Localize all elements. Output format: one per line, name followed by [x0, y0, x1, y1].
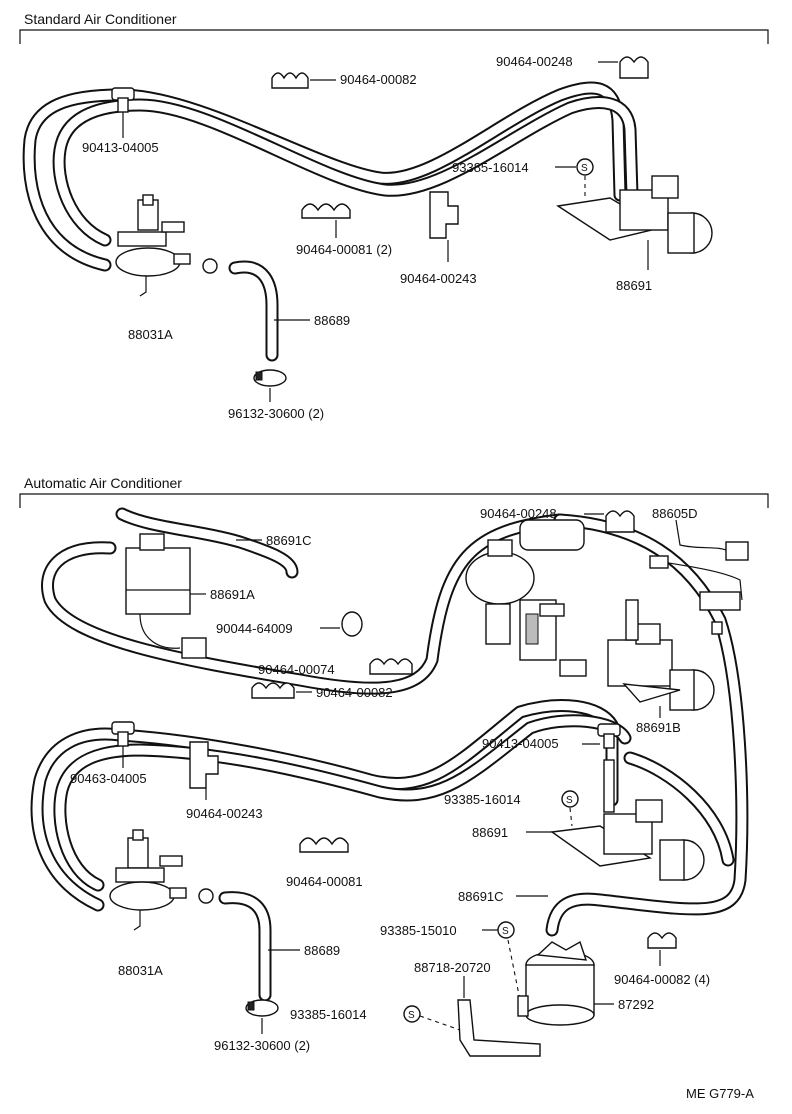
wire-harness-88605d [649, 519, 749, 635]
t-connector-90463 [111, 721, 135, 768]
canister-87292 [517, 940, 614, 1026]
screw-93385-15010: S [482, 921, 521, 1001]
label-90044-64009: 90044-64009 [216, 621, 293, 636]
vacuum-valve-88031a [115, 194, 218, 297]
clip-90464-00081-auto [299, 837, 349, 853]
screw-93385-16014-a: S [561, 790, 579, 827]
label-90464-00243: 90464-00243 [400, 271, 477, 286]
label-90464-00243: 90464-00243 [186, 806, 263, 821]
automatic-section-bracket [19, 493, 769, 508]
label-96132-30600-auto: 96132-30600 (2) [214, 1038, 310, 1053]
t-connector [111, 87, 135, 138]
clip-90464-00248-auto [584, 510, 635, 533]
label-90464-00074: 90464-00074 [258, 662, 335, 677]
clip-90464-00082 [251, 682, 312, 699]
standard-hoses [22, 81, 639, 362]
label-88718-20720: 88718-20720 [414, 960, 491, 975]
standard-section-bracket [19, 29, 769, 44]
label-96132-30600: 96132-30600 (2) [228, 406, 324, 421]
clamp-96132-30600-auto [245, 999, 279, 1034]
bracket-88718-20720 [457, 976, 541, 1057]
clip-90464-00074 [369, 658, 413, 675]
clip-90464-00081 [301, 203, 351, 238]
standard-section: Standard Air Conditioner 90413-04005 904… [19, 11, 769, 421]
label-90413-04005: 90413-04005 [82, 140, 159, 155]
screw-mark: S [581, 163, 588, 174]
vacuum-actuator [465, 519, 587, 677]
clip-90464-00082 [271, 72, 336, 89]
solenoid-88691b [607, 599, 715, 718]
label-90464-00082: 90464-00082 [316, 685, 393, 700]
label-93385-15010: 93385-15010 [380, 923, 457, 938]
label-93385-16014-b: 93385-16014 [290, 1007, 367, 1022]
label-88691b: 88691B [636, 720, 681, 735]
solenoid-88691a [125, 533, 207, 659]
vsv-88691 [556, 175, 713, 270]
label-90463-04005: 90463-04005 [70, 771, 147, 786]
automatic-section: Automatic Air Conditioner 88691C [19, 475, 769, 1101]
label-90464-00081: 90464-00081 (2) [296, 242, 392, 257]
label-88691c-top: 88691C [266, 533, 312, 548]
label-90464-00081: 90464-00081 [286, 874, 363, 889]
label-88691: 88691 [616, 278, 652, 293]
clip-90464-00248 [598, 56, 649, 79]
label-88689-auto: 88689 [304, 943, 340, 958]
label-90464-00248-auto: 90464-00248 [480, 506, 557, 521]
standard-section-title: Standard Air Conditioner [24, 11, 177, 27]
label-90464-00082-x4: 90464-00082 (4) [614, 972, 710, 987]
clip-90464-00243 [189, 741, 219, 800]
clip-90464-00243 [429, 191, 459, 262]
vacuum-valve-88031a-auto [109, 829, 214, 931]
screw-mark-c: S [408, 1010, 415, 1021]
screw-mark-b: S [502, 926, 509, 937]
t-connector-auto [582, 723, 621, 749]
clamp-96132-30600 [253, 369, 287, 402]
label-93385-16014-a: 93385-16014 [444, 792, 521, 807]
label-88691-auto: 88691 [472, 825, 508, 840]
clamp-90044-64009 [320, 611, 363, 637]
label-88031a: 88031A [128, 327, 173, 342]
label-93385-16014: 93385-16014 [452, 160, 529, 175]
diagram-code: ME G779-A [686, 1086, 754, 1101]
label-87292: 87292 [618, 997, 654, 1012]
label-90464-00082: 90464-00082 [340, 72, 417, 87]
automatic-section-title: Automatic Air Conditioner [24, 475, 182, 491]
screw-93385-16014: S [555, 158, 594, 198]
screw-mark-a: S [566, 795, 573, 806]
label-90413-04005: 90413-04005 [482, 736, 559, 751]
label-88689: 88689 [314, 313, 350, 328]
clip-90464-00082-x4 [647, 932, 677, 966]
label-90464-00248: 90464-00248 [496, 54, 573, 69]
label-88691c-bottom: 88691C [458, 889, 504, 904]
automatic-hoses [30, 507, 749, 1002]
label-88031a-auto: 88031A [118, 963, 163, 978]
label-88691a: 88691A [210, 587, 255, 602]
label-88605d: 88605D [652, 506, 698, 521]
screw-93385-16014-b: S [403, 1005, 461, 1031]
vsv-88691-auto [526, 759, 705, 881]
